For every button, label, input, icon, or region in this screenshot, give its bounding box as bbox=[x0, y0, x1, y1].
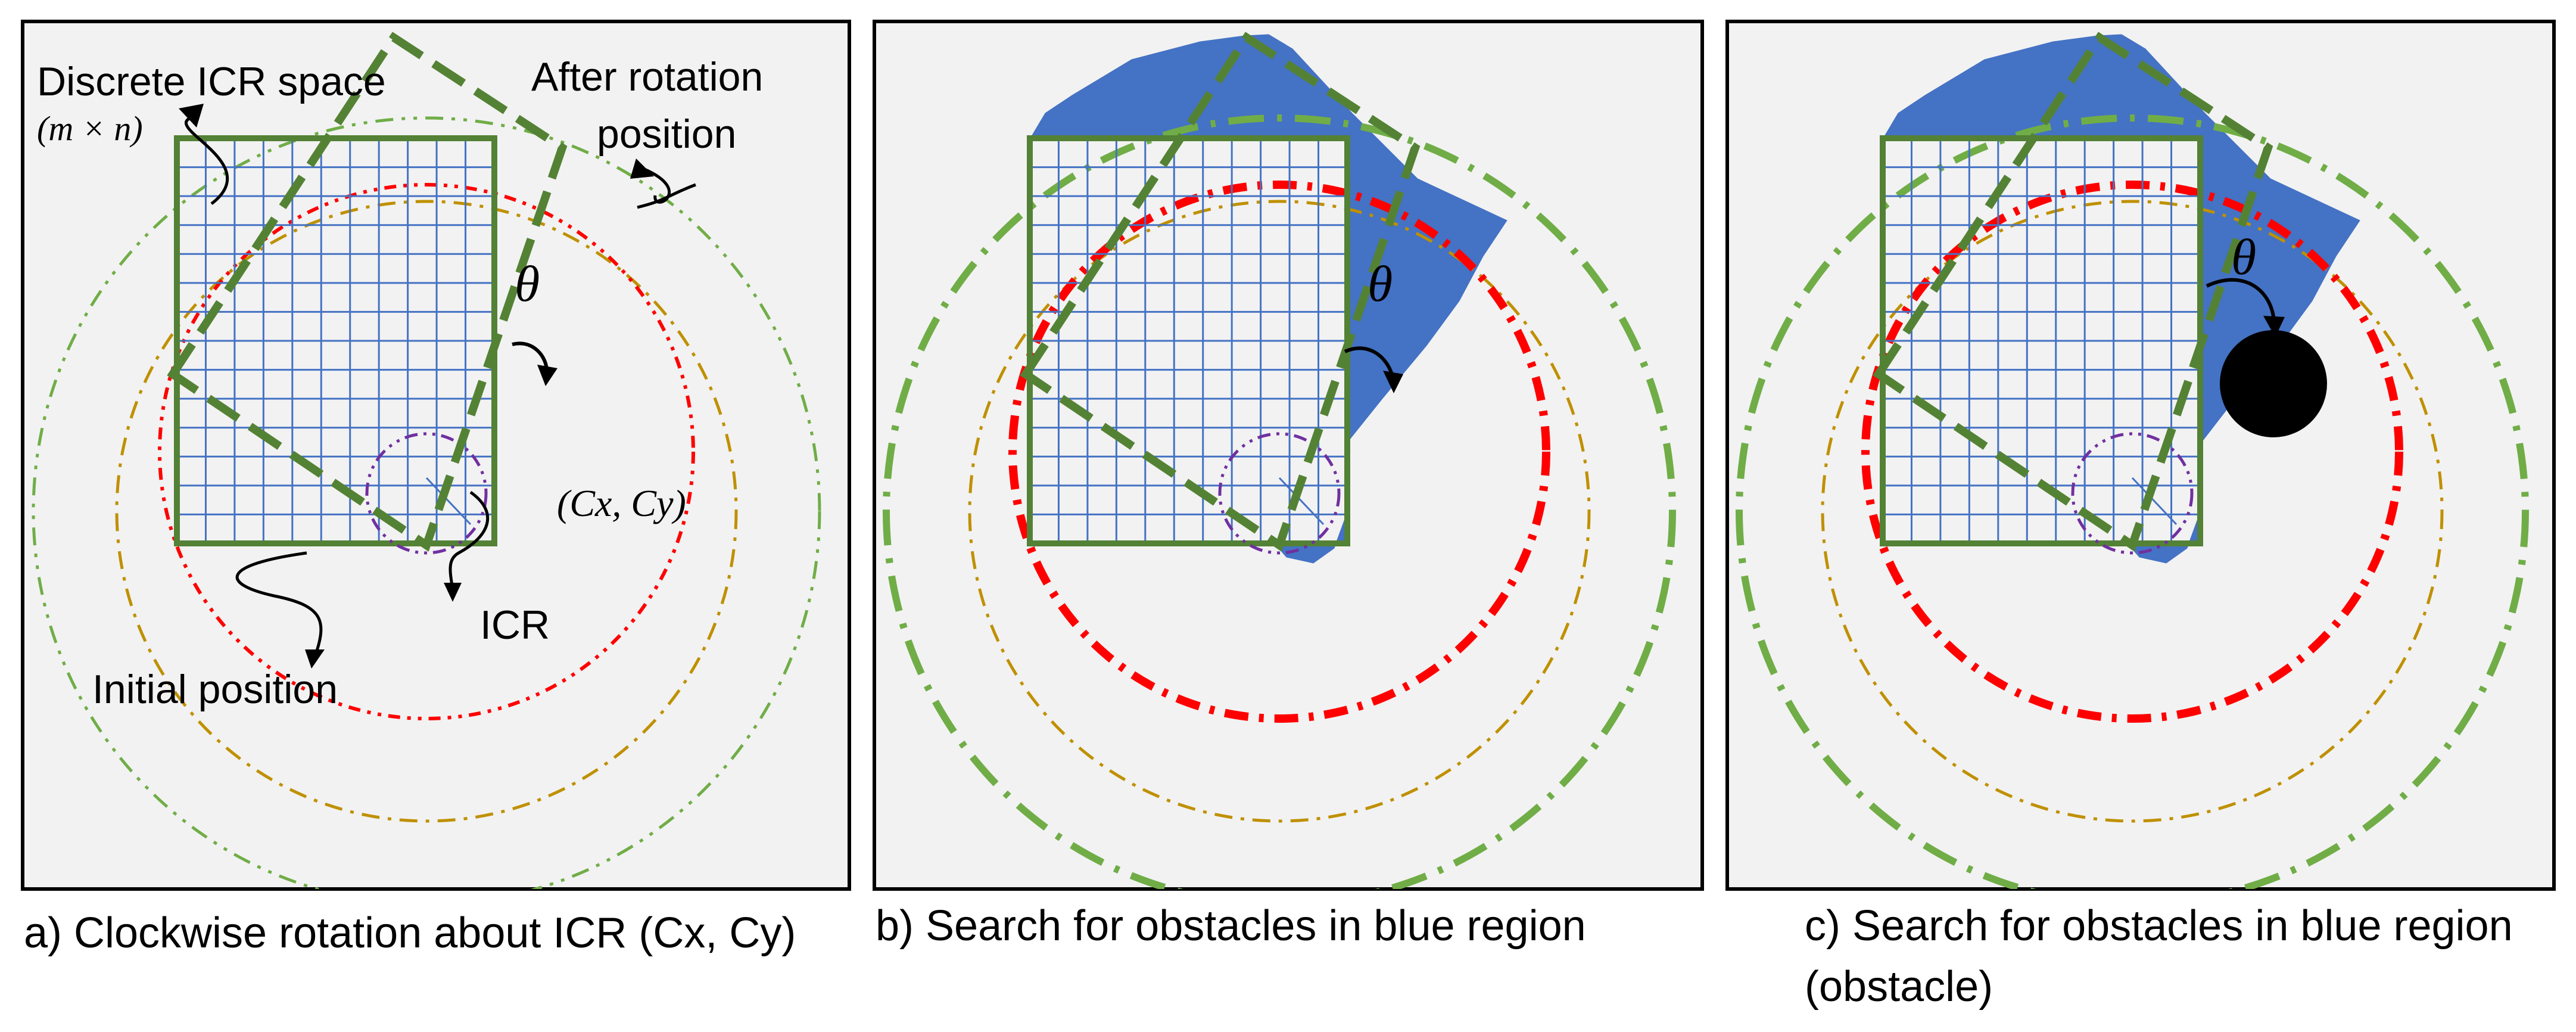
label-theta-a: θ bbox=[515, 255, 540, 312]
arrow-theta-b-head bbox=[1383, 371, 1403, 393]
red-sweep-circle bbox=[1008, 181, 1550, 723]
arrow-theta-a-head bbox=[537, 365, 557, 386]
red-sweep-circle bbox=[158, 183, 695, 720]
caption-b: b) Search for obstacles in blue region bbox=[876, 902, 1586, 950]
outer-sweep-circle bbox=[1736, 114, 2529, 889]
icr-circle bbox=[2071, 432, 2194, 555]
panel-b: θ b) Search for obstacles in blue region bbox=[873, 20, 1704, 950]
icr-radius-line bbox=[1278, 477, 1325, 526]
caption-c-line2: (obstacle) bbox=[1805, 963, 1993, 1011]
panel-c-frame bbox=[1725, 20, 2556, 891]
gold-sweep-circle bbox=[1821, 200, 2444, 823]
label-initial-position: Initial position bbox=[92, 667, 338, 712]
label-center: (Cx, Cy) bbox=[557, 482, 686, 524]
label-theta-b: θ bbox=[1368, 255, 1393, 312]
arrow-initial-head bbox=[305, 649, 325, 669]
icr-grid bbox=[1883, 138, 2200, 543]
label-after-rotation-1: After rotation bbox=[531, 54, 763, 100]
rotated-robot-outline bbox=[1873, 32, 2273, 552]
icr-circle bbox=[365, 432, 488, 555]
arrow-discrete-space-head bbox=[179, 104, 204, 128]
label-mxn: (m × n) bbox=[37, 109, 143, 148]
red-sweep-circle bbox=[1861, 181, 2403, 723]
rotated-robot-outline bbox=[167, 32, 568, 552]
outer-sweep-circle bbox=[32, 116, 821, 889]
icr-radius-line bbox=[2131, 477, 2178, 526]
rotated-robot-outline bbox=[1020, 32, 1421, 552]
label-discrete-space: Discrete ICR space bbox=[37, 59, 386, 104]
label-icr: ICR bbox=[480, 602, 550, 648]
arrow-theta-a bbox=[512, 341, 549, 370]
label-after-rotation-2: position bbox=[597, 111, 736, 157]
search-region bbox=[1030, 34, 1507, 564]
arrow-theta-c-head bbox=[2263, 316, 2285, 337]
search-region bbox=[1883, 34, 2360, 564]
obstacle bbox=[2220, 330, 2327, 437]
gold-sweep-circle bbox=[968, 200, 1591, 823]
panel-b-frame bbox=[873, 20, 1704, 891]
arrow-initial bbox=[235, 551, 323, 655]
panel-a: Discrete ICR space (m × n) After rotatio… bbox=[21, 20, 851, 957]
arrow-after-rotation-head bbox=[630, 158, 654, 179]
icr-grid bbox=[177, 138, 494, 543]
outer-sweep-circle bbox=[883, 114, 1676, 889]
arrow-icr bbox=[448, 490, 490, 592]
arrow-theta-b bbox=[1344, 346, 1394, 377]
panel-c: θ c) Search for obstacles in blue region… bbox=[1725, 20, 2556, 1011]
caption-a: a) Clockwise rotation about ICR (Cx, Cy) bbox=[24, 909, 796, 957]
gold-sweep-circle bbox=[115, 200, 738, 823]
caption-c-line1: c) Search for obstacles in blue region bbox=[1805, 902, 2513, 950]
icr-circle bbox=[1218, 432, 1341, 555]
arrow-theta-c bbox=[2206, 278, 2276, 322]
arrow-after-rotation-tail bbox=[637, 183, 696, 209]
label-theta-c: θ bbox=[2231, 228, 2256, 285]
icr-radius-line bbox=[425, 477, 472, 526]
arrow-discrete-space bbox=[185, 114, 229, 205]
arrow-icr-head bbox=[444, 583, 462, 602]
